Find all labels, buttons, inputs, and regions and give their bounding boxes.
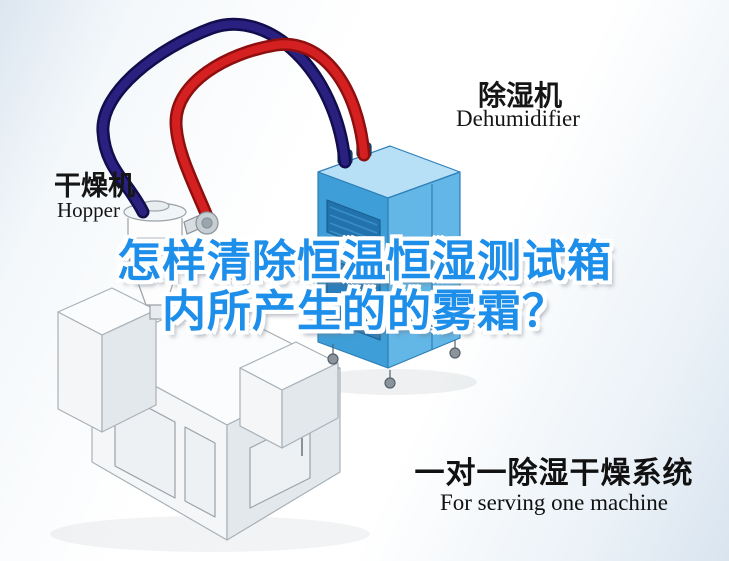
dehumidifier-door-handle (421, 256, 426, 270)
hopper-label-cn: 干燥机 (54, 171, 135, 201)
extruder-front-panel-small (184, 426, 216, 518)
dehumidifier-label-en: Dehumidifier (456, 106, 580, 131)
cabinet-right-face (101, 309, 157, 433)
headline-line1: 怎样清除恒温恒湿测试箱 (117, 237, 612, 286)
headline-line2: 内所产生的的雾霜？ (162, 287, 567, 336)
dehumidifier-lower-panel (326, 257, 381, 341)
extruder-shadow (50, 516, 370, 552)
air-hoses (96, 17, 371, 228)
hopper-cylinder (127, 218, 183, 256)
vent-grille-lines (329, 206, 378, 250)
footer-title-cn: 一对一除湿干燥系统 (414, 457, 694, 490)
caster-wheels (327, 340, 461, 389)
hopper-blower (183, 211, 219, 235)
topbox-right-face (281, 362, 339, 449)
dehumidifier-unit (317, 142, 461, 389)
dehumidifier-label-cn: 除湿机 (478, 80, 563, 111)
blower-hub (201, 217, 213, 229)
dehumidifier-vent-panel (326, 199, 381, 253)
extruder-machine (57, 287, 341, 541)
footer-subtitle-en: For serving one machine (439, 490, 669, 515)
return-hose-navy (98, 20, 349, 216)
supply-hose-red (171, 40, 368, 225)
hopper-unit (123, 200, 187, 320)
hopper-label-en: Hopper (57, 198, 120, 222)
